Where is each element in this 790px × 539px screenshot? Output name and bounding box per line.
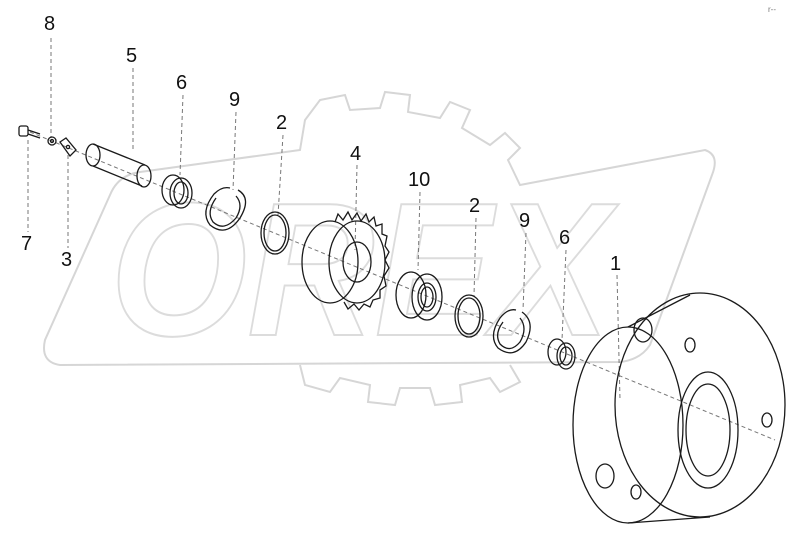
callout-6b: 6: [559, 227, 570, 249]
callout-2b: 2: [469, 195, 480, 217]
leader-10: [417, 191, 421, 271]
callout-9: 9: [229, 89, 240, 111]
callout-9b: 9: [519, 210, 530, 232]
part-2-o-ring-b: [454, 294, 484, 338]
leader-6a: [179, 94, 184, 176]
callout-8: 8: [44, 13, 55, 35]
part-3-plate: [59, 137, 77, 158]
part-7-bolt: [18, 125, 41, 139]
part-9-retaining-ring-b: [492, 309, 531, 354]
part-5-pin: [85, 143, 152, 188]
part-8-washer: [47, 136, 57, 146]
watermark-gear-teeth-lower: [299, 364, 522, 407]
part-6-bushing: [161, 174, 193, 209]
leader-9b: [522, 232, 527, 311]
callout-3: 3: [61, 249, 72, 271]
callout-1: 1: [610, 253, 621, 275]
leader-2b: [473, 217, 477, 297]
leader-9a: [232, 111, 237, 191]
part-6-bushing-b: [547, 338, 576, 370]
part-10-bearing: [395, 271, 443, 321]
part-4-gear: [301, 210, 390, 312]
corner-mark: r--: [768, 5, 776, 14]
part-2-o-ring: [260, 211, 290, 255]
callout-10: 10: [408, 169, 430, 191]
leader-lines: [27, 38, 776, 441]
part-9-retaining-ring: [205, 186, 247, 231]
callout-labels: 8 5 6 9 2 4 10 2 9 6 1 7 3: [21, 13, 621, 275]
callout-7: 7: [21, 233, 32, 255]
callout-4: 4: [350, 143, 361, 165]
callout-6: 6: [176, 72, 187, 94]
callout-5: 5: [126, 45, 137, 67]
leader-2a: [277, 134, 284, 216]
watermark-gear-outline: [43, 90, 716, 367]
axis-line: [29, 131, 776, 441]
leader-4: [354, 164, 358, 251]
watermark: OREX: [43, 90, 716, 407]
part-1-hub: [572, 292, 786, 524]
leader-6b: [561, 249, 567, 341]
callout-2: 2: [276, 112, 287, 134]
